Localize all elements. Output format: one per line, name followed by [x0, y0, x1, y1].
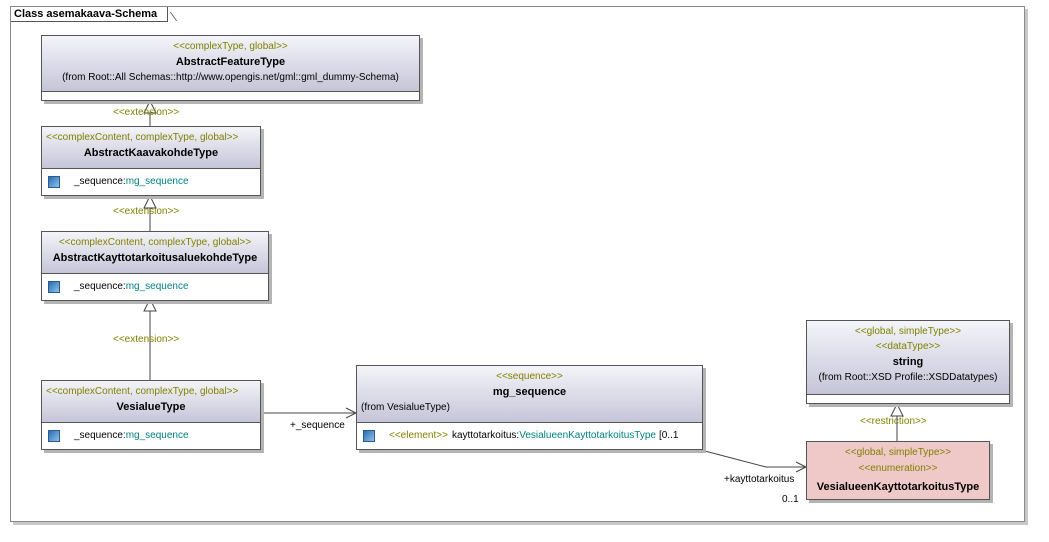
class-name: VesialueType: [116, 401, 186, 413]
class-stereotype: <<complexContent, complexType, global>>: [46, 132, 239, 143]
extension-label-3: <<extension>>: [113, 334, 180, 345]
attribute-icon: [48, 280, 60, 293]
attribute-icon: [48, 429, 60, 442]
class-stereotype-secondary: <<dataType>>: [875, 341, 941, 352]
attribute-multiplicity: [0..1: [658, 430, 679, 441]
class-string[interactable]: <<global, simpleType>> <<dataType>> stri…: [806, 320, 1010, 404]
attribute-stereotype: <<element>>: [389, 430, 448, 441]
attribute-type: mg_sequence: [125, 281, 189, 292]
class-abstract-kaavakohde-type[interactable]: <<complexContent, complexType, global>> …: [41, 126, 261, 196]
class-stereotype: <<complexContent, complexType, global>>: [46, 386, 239, 397]
class-mg-sequence[interactable]: <<sequence>> mg_sequence (from VesialueT…: [356, 365, 703, 450]
attribute-name: kayttotarkoitus:: [451, 430, 520, 441]
class-origin: (from VesialueType): [361, 402, 450, 413]
attribute-type: mg_sequence: [125, 430, 189, 441]
class-name: VesialueenKayttotarkoitusType: [816, 481, 980, 493]
attribute-name: _sequence:: [74, 176, 126, 187]
sequence-role-label: +_sequence: [290, 420, 345, 431]
class-name: string: [892, 356, 924, 368]
extension-arrow-1: [143, 99, 157, 114]
class-vesialue-type[interactable]: <<complexContent, complexType, global>> …: [41, 380, 261, 450]
attribute-name: _sequence:: [74, 430, 126, 441]
class-name: AbstractKayttotarkoitusaluekohdeType: [52, 252, 258, 264]
attribute-row[interactable]: _sequence:mg_sequence: [42, 169, 260, 195]
kayttotarkoitus-multiplicity: 0..1: [782, 494, 799, 505]
class-stereotype-secondary: <<enumeration>>: [858, 463, 938, 474]
attribute-row[interactable]: <<element>> kayttotarkoitus:VesialueenKa…: [357, 423, 702, 449]
attribute-icon: [363, 429, 375, 442]
attribute-row[interactable]: _sequence:mg_sequence: [42, 274, 268, 300]
extension-label-2: <<extension>>: [113, 206, 180, 217]
class-stereotype: <<sequence>>: [496, 371, 563, 382]
class-name: AbstractFeatureType: [175, 56, 286, 68]
frame-title: Class asemakaava-Schema: [11, 7, 169, 22]
attribute-name: _sequence:: [74, 281, 126, 292]
attribute-type: VesialueenKayttotarkoitusType: [519, 430, 656, 441]
class-name: AbstractKaavakohdeType: [83, 147, 219, 159]
class-stereotype: <<complexContent, complexType, global>>: [58, 237, 252, 248]
extension-label-1: <<extension>>: [113, 107, 180, 118]
extension-arrow-2: [143, 194, 157, 209]
class-stereotype: <<global, simpleType>>: [844, 447, 952, 458]
class-stereotype: <<complexType, global>>: [173, 41, 288, 52]
attributes-compartment: [42, 92, 419, 100]
attributes-compartment: [807, 395, 1009, 403]
class-abstract-feature-type[interactable]: <<complexType, global>> AbstractFeatureT…: [41, 35, 420, 101]
class-name: mg_sequence: [492, 386, 567, 398]
class-origin: (from Root::XSD Profile::XSDDatatypes): [818, 372, 998, 383]
restriction-arrow: [890, 402, 904, 417]
class-vesialueen-kayttotarkoitus-type[interactable]: <<global, simpleType>> <<enumeration>> V…: [806, 441, 990, 500]
kayttotarkoitus-role-label: +kayttotarkoitus: [724, 474, 795, 485]
attribute-row[interactable]: _sequence:mg_sequence: [42, 423, 260, 449]
class-abstract-kayttotarkoitusaluekohde-type[interactable]: <<complexContent, complexType, global>> …: [41, 231, 269, 301]
restriction-label: <<restriction>>: [860, 416, 927, 427]
extension-arrow-3: [143, 297, 157, 312]
class-origin: (from Root::All Schemas::http://www.open…: [62, 72, 399, 83]
attribute-icon: [48, 175, 60, 188]
class-stereotype: <<global, simpleType>>: [854, 326, 962, 337]
attribute-type: mg_sequence: [125, 176, 189, 187]
kayttotarkoitus-association-line: [700, 449, 806, 468]
